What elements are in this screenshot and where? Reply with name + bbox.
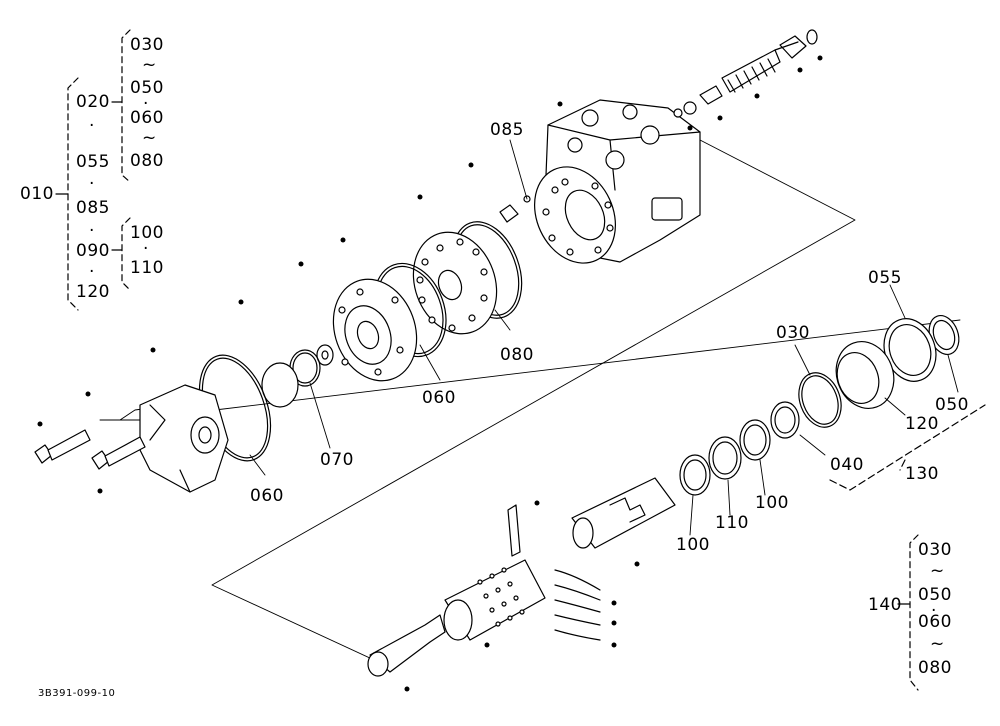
spool-and-sleeve: [443, 477, 676, 641]
gear-set-and-seals: [198, 221, 523, 462]
callout-080: 080: [500, 345, 534, 365]
group-010-leaders: [55, 101, 123, 251]
sep-tilde: ~: [142, 128, 157, 148]
callout-120: 120: [905, 414, 939, 434]
drive-shaft: [367, 614, 446, 677]
label-060: 060: [130, 108, 164, 128]
callout-040: 040: [830, 455, 864, 475]
callout-030: 030: [776, 323, 810, 343]
callout-085: 085: [490, 120, 524, 140]
reference-dots: [37, 55, 823, 692]
callout-110: 110: [715, 513, 749, 533]
valve-housing: [533, 99, 701, 264]
callout-060-lower: 060: [250, 486, 284, 506]
sep-dot: ·: [89, 221, 95, 241]
callout-070: 070: [320, 450, 354, 470]
label-100: 100: [130, 223, 164, 243]
callout-130: 130: [905, 464, 939, 484]
label-090: 090: [76, 241, 110, 261]
label-055: 055: [76, 152, 110, 172]
sep-tilde: ~: [930, 561, 945, 581]
label-120: 120: [76, 282, 110, 302]
bolts: [34, 429, 146, 470]
sep-dot: ·: [143, 239, 149, 259]
label-140-080: 080: [918, 658, 952, 678]
seal-kit-rings: [835, 315, 960, 409]
label-080: 080: [130, 151, 164, 171]
callout-055: 055: [868, 268, 902, 288]
sep-dot: ·: [89, 174, 95, 194]
callout-050: 050: [935, 395, 969, 415]
label-085: 085: [76, 198, 110, 218]
sep-dot: ·: [89, 116, 95, 136]
label-140-030: 030: [918, 540, 952, 560]
drawing-code: 3B391-099-10: [38, 688, 116, 699]
label-020: 020: [76, 92, 110, 112]
sep-tilde: ~: [142, 55, 157, 75]
group-140-bracket: [897, 534, 919, 691]
label-050: 050: [130, 78, 164, 98]
relief-valve-parts: [499, 29, 818, 223]
sep-dot: ·: [931, 601, 937, 621]
centering-springs: [554, 569, 601, 641]
callout-060: 060: [422, 388, 456, 408]
end-cap: [139, 384, 229, 493]
label-140-060: 060: [918, 612, 952, 632]
label-140: 140: [868, 595, 902, 615]
sep-tilde: ~: [930, 634, 945, 654]
callout-100-left: 100: [676, 535, 710, 555]
label-030: 030: [130, 35, 164, 55]
callout-100-right: 100: [755, 493, 789, 513]
label-140-050: 050: [918, 585, 952, 605]
sep-dot: ·: [89, 262, 95, 282]
seals-and-bearings: [679, 372, 842, 496]
kit-130-frame: [829, 404, 986, 491]
callout-leaders: [249, 139, 959, 536]
label-010: 010: [20, 184, 54, 204]
label-110: 110: [130, 258, 164, 278]
sep-dot: ·: [143, 94, 149, 114]
